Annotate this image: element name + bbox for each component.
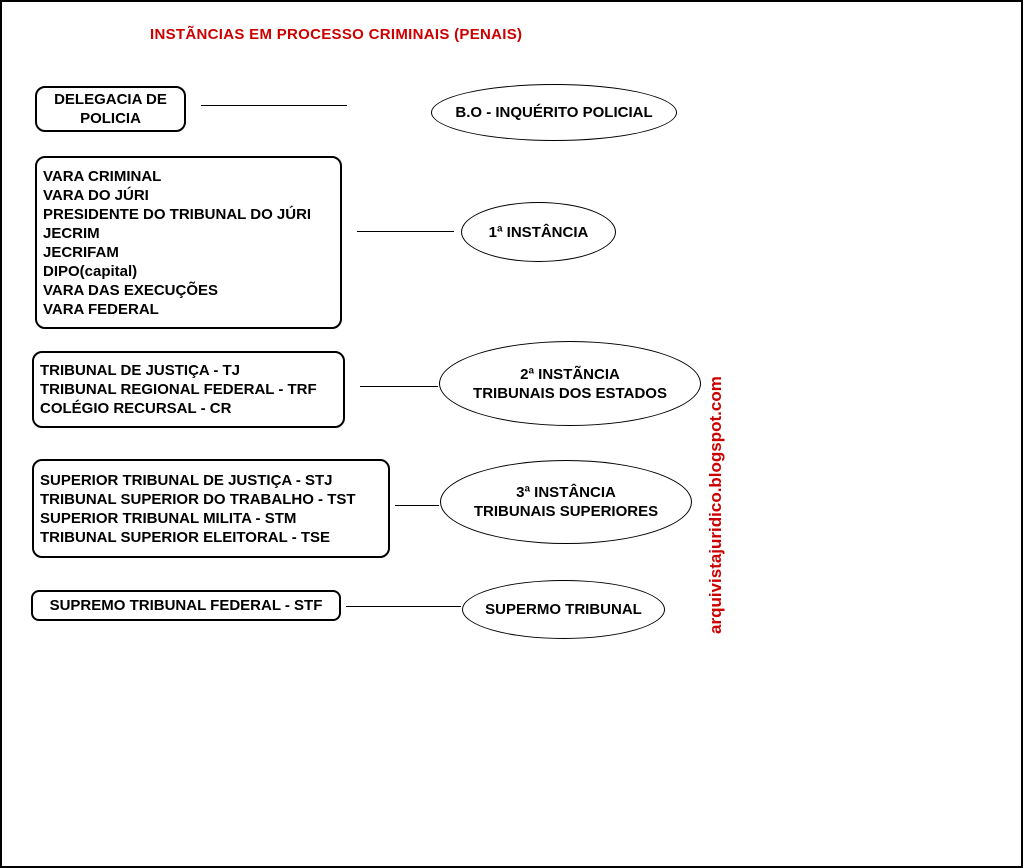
box-text-line: PRESIDENTE DO TRIBUNAL DO JÚRI <box>43 205 312 223</box>
ellipse-text-line: 1ª INSTÂNCIA <box>488 223 589 241</box>
diagram-title: INSTÃNCIAS EM PROCESSO CRIMINAIS (PENAIS… <box>150 26 523 43</box>
ellipse-text-line: TRIBUNAIS SUPERIORES <box>473 503 659 520</box>
watermark-blog-url: arquivistajuridico.blogspot.com <box>706 376 725 634</box>
box-text-line: TRIBUNAL SUPERIOR ELEITORAL - TSE <box>40 528 331 546</box>
box-text-line: TRIBUNAL SUPERIOR DO TRABALHO - TST <box>40 490 356 508</box>
ellipse-text-line: B.O - INQUÉRITO POLICIAL <box>455 104 653 121</box>
box-text-line: COLÉGIO RECURSAL - CR <box>40 400 232 417</box>
connector-line-5 <box>346 606 461 607</box>
box-text-line: DIPO(capital) <box>43 262 138 280</box>
connector-line-4 <box>395 505 439 506</box>
ellipse-text-line: 3ª INSTÂNCIA <box>516 484 616 501</box>
connector-line-1 <box>201 105 347 106</box>
box-text-line: VARA DAS EXECUÇÕES <box>43 281 219 299</box>
ellipse-text-line: SUPERMO TRIBUNAL <box>485 601 642 618</box>
ellipse-supremo-tribunal: SUPERMO TRIBUNAL <box>462 580 665 639</box>
box-tribunais-2a-instancia: TRIBUNAL DE JUSTIÇA - TJ TRIBUNAL REGION… <box>32 351 345 428</box>
ellipse-text-line: 2ª INSTÃNCIA <box>520 365 620 383</box>
connector-line-3 <box>360 386 438 387</box>
box-text-line: JECRIM <box>43 224 100 242</box>
box-delegacia-de-policia: DELEGACIA DE POLICIA <box>35 86 186 132</box>
ellipse-1a-instancia: 1ª INSTÂNCIA <box>461 202 616 262</box>
box-text-line: DELEGACIA DE <box>54 91 167 108</box>
box-text-line: JECRIFAM <box>43 243 119 261</box>
box-text-line: SUPERIOR TRIBUNAL MILITA - STM <box>40 509 297 527</box>
box-text-line: VARA CRIMINAL <box>43 167 162 185</box>
box-text-line: SUPREMO TRIBUNAL FEDERAL - STF <box>49 597 323 614</box>
ellipse-2a-instancia: 2ª INSTÃNCIA TRIBUNAIS DOS ESTADOS <box>439 341 701 426</box>
box-text-line: TRIBUNAL REGIONAL FEDERAL - TRF <box>40 381 317 398</box>
box-text-line: POLICIA <box>80 110 141 127</box>
box-text-line: VARA DO JÚRI <box>43 186 149 204</box>
box-tribunais-superiores: SUPERIOR TRIBUNAL DE JUSTIÇA - STJ TRIBU… <box>32 459 390 558</box>
box-text-line: SUPERIOR TRIBUNAL DE JUSTIÇA - STJ <box>40 471 333 489</box>
box-text-line: VARA FEDERAL <box>43 300 159 318</box>
ellipse-text-line: TRIBUNAIS DOS ESTADOS <box>473 384 667 402</box>
box-varas-1a-instancia: VARA CRIMINAL VARA DO JÚRI PRESIDENTE DO… <box>35 156 342 329</box>
box-supremo-tribunal-federal: SUPREMO TRIBUNAL FEDERAL - STF <box>31 590 341 621</box>
ellipse-3a-instancia: 3ª INSTÂNCIA TRIBUNAIS SUPERIORES <box>440 460 692 544</box>
box-text-line: TRIBUNAL DE JUSTIÇA - TJ <box>40 362 241 379</box>
connector-line-2 <box>357 231 454 232</box>
ellipse-bo-inquerito-policial: B.O - INQUÉRITO POLICIAL <box>431 84 677 141</box>
